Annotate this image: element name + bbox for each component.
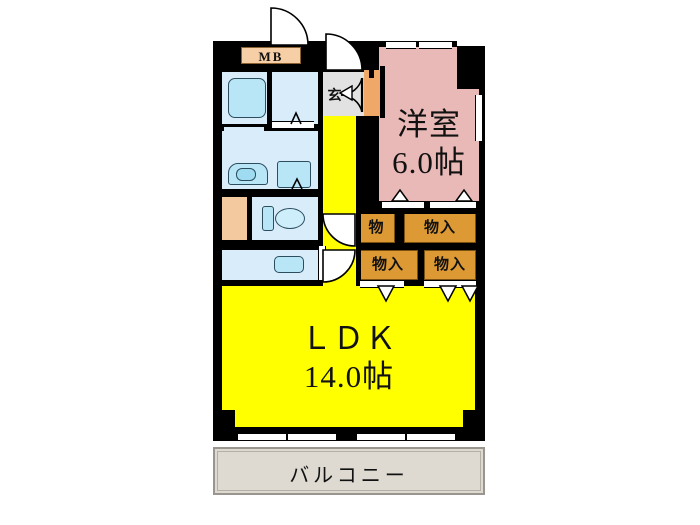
wall-notch-top-right bbox=[457, 41, 485, 46]
wall-washroom-toilet bbox=[222, 189, 318, 197]
room-washitsu-name: 洋室 bbox=[397, 107, 461, 142]
storage-peach bbox=[222, 197, 247, 240]
window-ldk-4 bbox=[407, 433, 455, 441]
shoe-box bbox=[364, 70, 380, 116]
closet-1 bbox=[358, 213, 395, 243]
room-ldk-name: ＬＤＫ bbox=[301, 321, 397, 356]
bath-door-opening bbox=[272, 121, 314, 129]
washing-machine-space bbox=[277, 161, 311, 188]
room-washitsu bbox=[379, 47, 457, 87]
toilet-tank bbox=[262, 206, 274, 231]
closet-3 bbox=[358, 250, 418, 280]
wall-closet-divider-h bbox=[356, 243, 480, 250]
room-ldk-area: 14.0帖 bbox=[303, 359, 395, 394]
wall-washitsu-notch-h bbox=[457, 84, 480, 89]
wall-closet-bottom bbox=[356, 280, 480, 286]
bathtub bbox=[228, 78, 266, 118]
wall-washitsu-notch bbox=[457, 46, 462, 88]
closet-door-2 bbox=[424, 280, 476, 288]
toilet-bowl bbox=[275, 208, 305, 229]
wall-genkan-right bbox=[369, 66, 374, 78]
wall-washitsu-left-lower bbox=[374, 118, 379, 202]
window-ldk-2 bbox=[288, 433, 336, 441]
wall-closet-divider-v1 bbox=[396, 207, 403, 243]
closet-1-label: 物 bbox=[368, 220, 385, 236]
genkan-label: 玄 bbox=[327, 89, 343, 104]
closet-4-label: 物入 bbox=[433, 257, 466, 273]
corridor-opening-lower bbox=[318, 246, 326, 280]
wall-closet-top bbox=[356, 207, 480, 214]
pillar-bottom-left bbox=[213, 410, 235, 441]
room-washitsu-area: 6.0帖 bbox=[392, 145, 466, 180]
closet-2-label: 物入 bbox=[423, 220, 456, 236]
closet-door-4 bbox=[430, 201, 476, 209]
window-ldk-1 bbox=[238, 433, 286, 441]
pillar-bottom-right bbox=[463, 410, 485, 441]
meter-box bbox=[241, 47, 301, 64]
wall-corridor-right bbox=[356, 116, 361, 286]
wall-bath-vertical bbox=[267, 72, 272, 124]
washroom-door-opening bbox=[224, 127, 264, 132]
wall-storage-vertical bbox=[247, 197, 252, 240]
window-washitsu-top bbox=[386, 41, 416, 49]
balcony bbox=[213, 447, 485, 495]
room-ldk bbox=[222, 286, 475, 427]
balcony-name: バルコニー bbox=[289, 465, 409, 487]
wall-washitsu-bottom bbox=[374, 201, 480, 208]
wall-corridor-left bbox=[318, 72, 323, 280]
window-washitsu-right bbox=[475, 95, 483, 141]
closet-door-1 bbox=[360, 280, 404, 288]
kitchen-sink bbox=[274, 256, 304, 273]
window-washitsu-top-2 bbox=[419, 41, 452, 49]
wall-shoebox-right bbox=[380, 66, 385, 118]
wall-closet-divider-v2 bbox=[418, 250, 424, 280]
window-ldk-3 bbox=[357, 433, 405, 441]
wall-kitchen-bottom bbox=[218, 280, 322, 286]
wash-basin-bowl bbox=[236, 168, 256, 181]
balcony-inner-edge bbox=[217, 451, 481, 491]
meter-box-label: MB bbox=[258, 49, 284, 64]
closet-door-3 bbox=[382, 201, 424, 209]
wall-washitsu-left-upper bbox=[374, 41, 379, 68]
corridor-top bbox=[323, 116, 356, 144]
closet-4 bbox=[424, 250, 476, 280]
room-washitsu-lower bbox=[379, 87, 479, 207]
closet-3-label: 物入 bbox=[371, 257, 404, 273]
wall-bath-washroom bbox=[222, 124, 318, 131]
wall-toilet-kitchen bbox=[222, 240, 318, 250]
